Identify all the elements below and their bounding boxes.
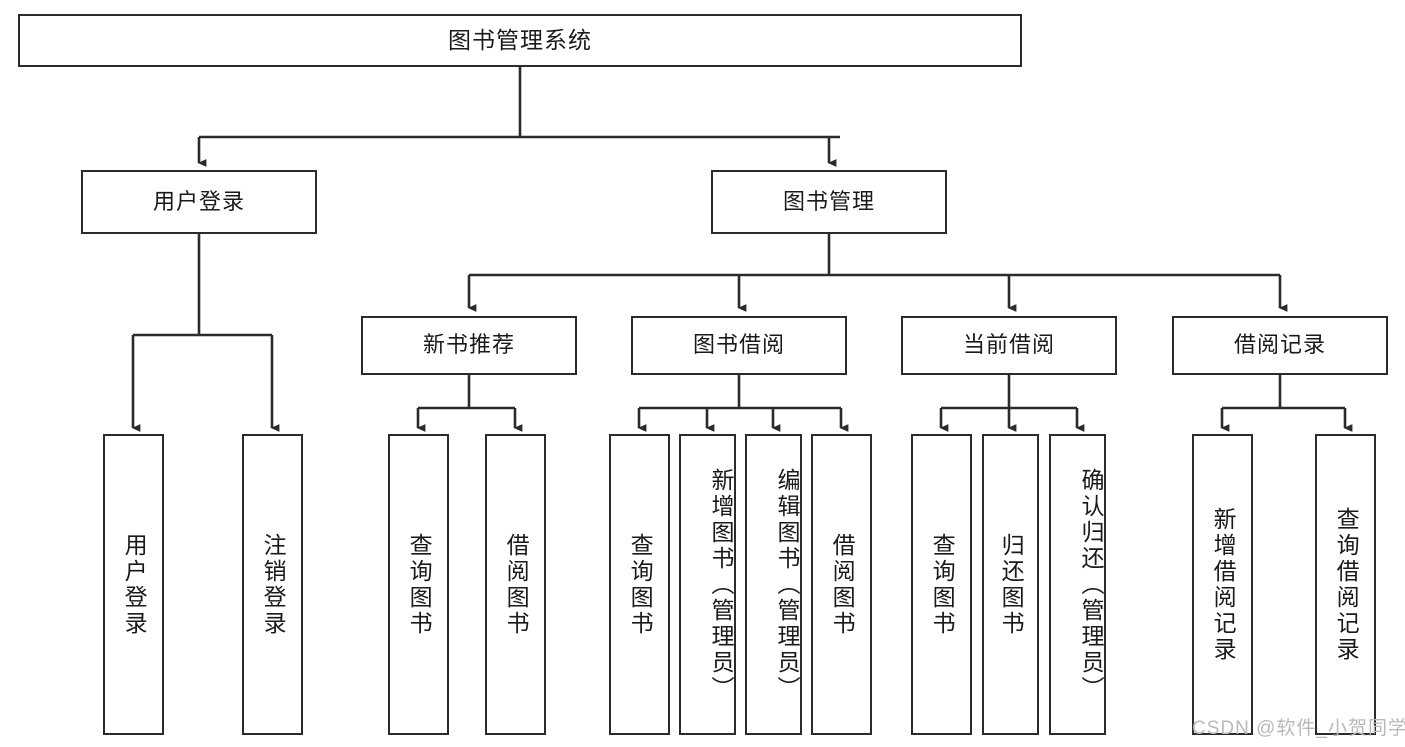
node-label: 确认归还（管理员） xyxy=(1078,467,1104,702)
node-borrow-record[interactable]: 借阅记录 xyxy=(1172,316,1388,375)
leaf-borrow-query-book[interactable]: 查询图书 xyxy=(609,434,670,735)
leaf-new-book-query[interactable]: 查询图书 xyxy=(388,434,449,735)
node-book-borrow[interactable]: 图书借阅 xyxy=(631,316,847,375)
leaf-borrow-borrow-book[interactable]: 借阅图书 xyxy=(811,434,872,735)
csdn-watermark: CSDN @软件_小贺同学 xyxy=(1192,718,1405,739)
node-label: 查询图书 xyxy=(929,532,956,637)
node-root-system[interactable]: 图书管理系统 xyxy=(18,14,1022,67)
node-label: 图书管理系统 xyxy=(448,26,592,53)
node-label: 编辑图书（管理员） xyxy=(774,467,800,702)
leaf-current-query-book[interactable]: 查询图书 xyxy=(911,434,972,735)
node-label: 查询图书 xyxy=(406,532,433,637)
leaf-user-login-logout[interactable]: 注销登录 xyxy=(242,434,303,735)
node-label: 新增图书（管理员） xyxy=(708,467,734,702)
node-label: 新增借阅记录 xyxy=(1210,506,1237,663)
node-label: 用户登录 xyxy=(121,532,148,637)
node-new-book-recommend[interactable]: 新书推荐 xyxy=(361,316,577,375)
node-book-management[interactable]: 图书管理 xyxy=(711,170,947,234)
leaf-record-add-record[interactable]: 新增借阅记录 xyxy=(1192,434,1253,735)
node-current-borrow[interactable]: 当前借阅 xyxy=(901,316,1117,375)
leaf-borrow-add-book[interactable]: 新增图书（管理员） xyxy=(679,434,736,735)
leaf-current-confirm-return[interactable]: 确认归还（管理员） xyxy=(1049,434,1106,735)
node-label: 借阅记录 xyxy=(1233,332,1326,358)
node-label: 查询图书 xyxy=(627,532,654,637)
node-user-login[interactable]: 用户登录 xyxy=(81,170,317,234)
node-label: 借阅图书 xyxy=(829,532,856,637)
leaf-current-return-book[interactable]: 归还图书 xyxy=(982,434,1039,735)
node-label: 图书借阅 xyxy=(692,332,785,358)
node-label: 新书推荐 xyxy=(422,332,515,358)
leaf-borrow-edit-book[interactable]: 编辑图书（管理员） xyxy=(745,434,802,735)
node-label: 注销登录 xyxy=(260,532,287,637)
node-label: 归还图书 xyxy=(998,532,1025,637)
leaf-user-login-login[interactable]: 用户登录 xyxy=(103,434,164,735)
node-label: 图书管理 xyxy=(782,188,875,214)
node-label: 借阅图书 xyxy=(503,532,530,637)
node-label: 用户登录 xyxy=(152,188,245,214)
leaf-record-query-record[interactable]: 查询借阅记录 xyxy=(1315,434,1376,735)
node-label: 当前借阅 xyxy=(962,332,1055,358)
leaf-new-book-borrow[interactable]: 借阅图书 xyxy=(485,434,546,735)
node-label: 查询借阅记录 xyxy=(1333,506,1360,663)
